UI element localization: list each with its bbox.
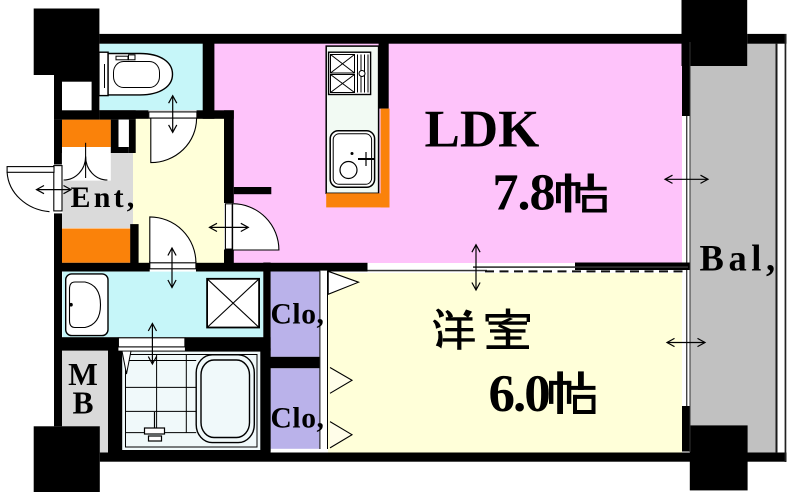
svg-text:Clo,: Clo, xyxy=(271,299,325,331)
svg-text:Ent,: Ent, xyxy=(71,181,138,214)
svg-text:B: B xyxy=(72,385,93,420)
svg-text:Clo,: Clo, xyxy=(271,402,325,434)
svg-text:M: M xyxy=(68,357,98,392)
svg-text:Bal,: Bal, xyxy=(700,238,780,279)
svg-text:7.8: 7.8 xyxy=(493,165,555,222)
svg-text:6.0: 6.0 xyxy=(489,365,550,423)
svg-text:LDK: LDK xyxy=(425,101,540,159)
